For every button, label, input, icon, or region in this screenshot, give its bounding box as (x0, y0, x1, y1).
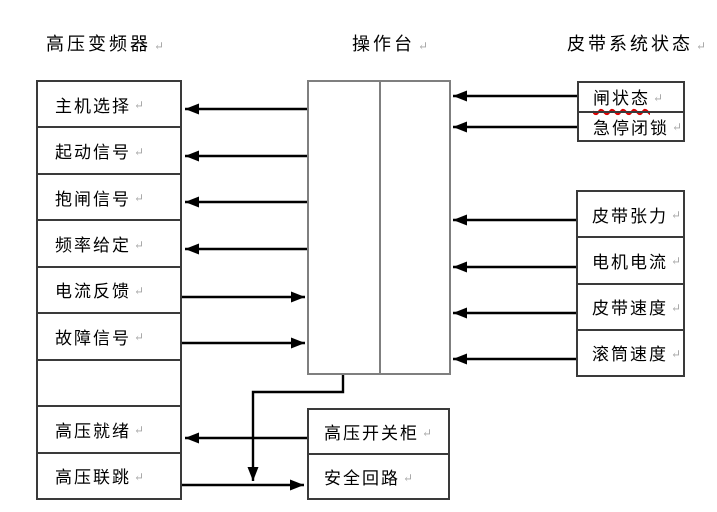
paragraph-mark-icon (400, 467, 413, 487)
right-column-title: 皮带系统状态 (567, 30, 706, 56)
box-label: 高压就绪 (55, 421, 131, 441)
console-divider (379, 82, 381, 373)
paragraph-mark-icon (131, 94, 144, 114)
paragraph-mark-icon (151, 34, 164, 54)
box-label: 急停闭锁 (593, 118, 669, 138)
box-start-signal: 起动信号 (38, 126, 180, 172)
paragraph-mark-icon (131, 280, 144, 300)
box-belt-speed: 皮带速度 (578, 282, 683, 329)
paragraph-mark-icon (131, 187, 144, 207)
box-current-feedback: 电流反馈 (38, 265, 180, 312)
box-label: 主机选择 (55, 96, 131, 116)
box-motor-current: 电机电流 (578, 236, 683, 282)
left-column-title: 高压变频器 (46, 30, 164, 56)
box-empty (38, 358, 180, 405)
box-label: 闸状态 (593, 89, 650, 109)
paragraph-mark-icon (668, 297, 681, 317)
box-brake-signal: 抱闸信号 (38, 172, 180, 219)
box-hv-trip: 高压联跳 (38, 451, 180, 498)
box-estop-interlock: 急停闭锁 (579, 110, 683, 141)
box-label: 安全回路 (324, 469, 400, 488)
box-gate-status: 闸状态 (579, 83, 683, 111)
paragraph-mark-icon (415, 34, 428, 54)
paragraph-mark-icon (131, 466, 144, 486)
console-box (307, 80, 451, 375)
box-hv-switchgear: 高压开关柜 (309, 410, 448, 453)
box-freq-set: 频率给定 (38, 219, 180, 265)
paragraph-mark-icon (668, 204, 681, 224)
box-safety-circuit: 安全回路 (309, 453, 448, 498)
left-panel: 主机选择 起动信号 抱闸信号 频率给定 电流反馈 故障信号 高压就绪 高压联跳 (36, 80, 182, 500)
box-belt-tension: 皮带张力 (578, 192, 683, 236)
box-label: 滚筒速度 (592, 345, 668, 365)
paragraph-mark-icon (669, 116, 682, 136)
center-column-title: 操作台 (352, 30, 428, 56)
box-label: 高压开关柜 (324, 424, 419, 443)
box-label: 电机电流 (592, 252, 668, 272)
center-column-title-text: 操作台 (352, 34, 415, 54)
paragraph-mark-icon (131, 419, 144, 439)
box-fault-signal: 故障信号 (38, 312, 180, 358)
box-hv-ready: 高压就绪 (38, 405, 180, 451)
left-column-title-text: 高压变频器 (46, 34, 151, 54)
box-label: 频率给定 (55, 236, 131, 256)
box-label: 故障信号 (55, 328, 131, 348)
right-column-title-text: 皮带系统状态 (567, 34, 693, 54)
paragraph-mark-icon (131, 141, 144, 161)
paragraph-mark-icon (668, 250, 681, 270)
paragraph-mark-icon (419, 422, 432, 442)
box-label: 高压联跳 (55, 468, 131, 488)
box-host-select: 主机选择 (38, 82, 180, 126)
paragraph-mark-icon (668, 343, 681, 363)
box-label: 起动信号 (55, 143, 131, 163)
right-bottom-panel: 皮带张力 电机电流 皮带速度 滚筒速度 (576, 190, 685, 377)
paragraph-mark-icon (131, 234, 144, 254)
box-label: 抱闸信号 (55, 189, 131, 209)
paragraph-mark-icon (693, 34, 706, 54)
right-top-panel: 闸状态 急停闭锁 (577, 81, 685, 142)
paragraph-mark-icon (650, 87, 663, 107)
bottom-panel: 高压开关柜 安全回路 (307, 408, 450, 500)
box-label: 皮带速度 (592, 299, 668, 319)
box-drum-speed: 滚筒速度 (578, 328, 683, 375)
box-label: 电流反馈 (55, 282, 131, 302)
box-label: 皮带张力 (592, 206, 668, 226)
paragraph-mark-icon (131, 326, 144, 346)
